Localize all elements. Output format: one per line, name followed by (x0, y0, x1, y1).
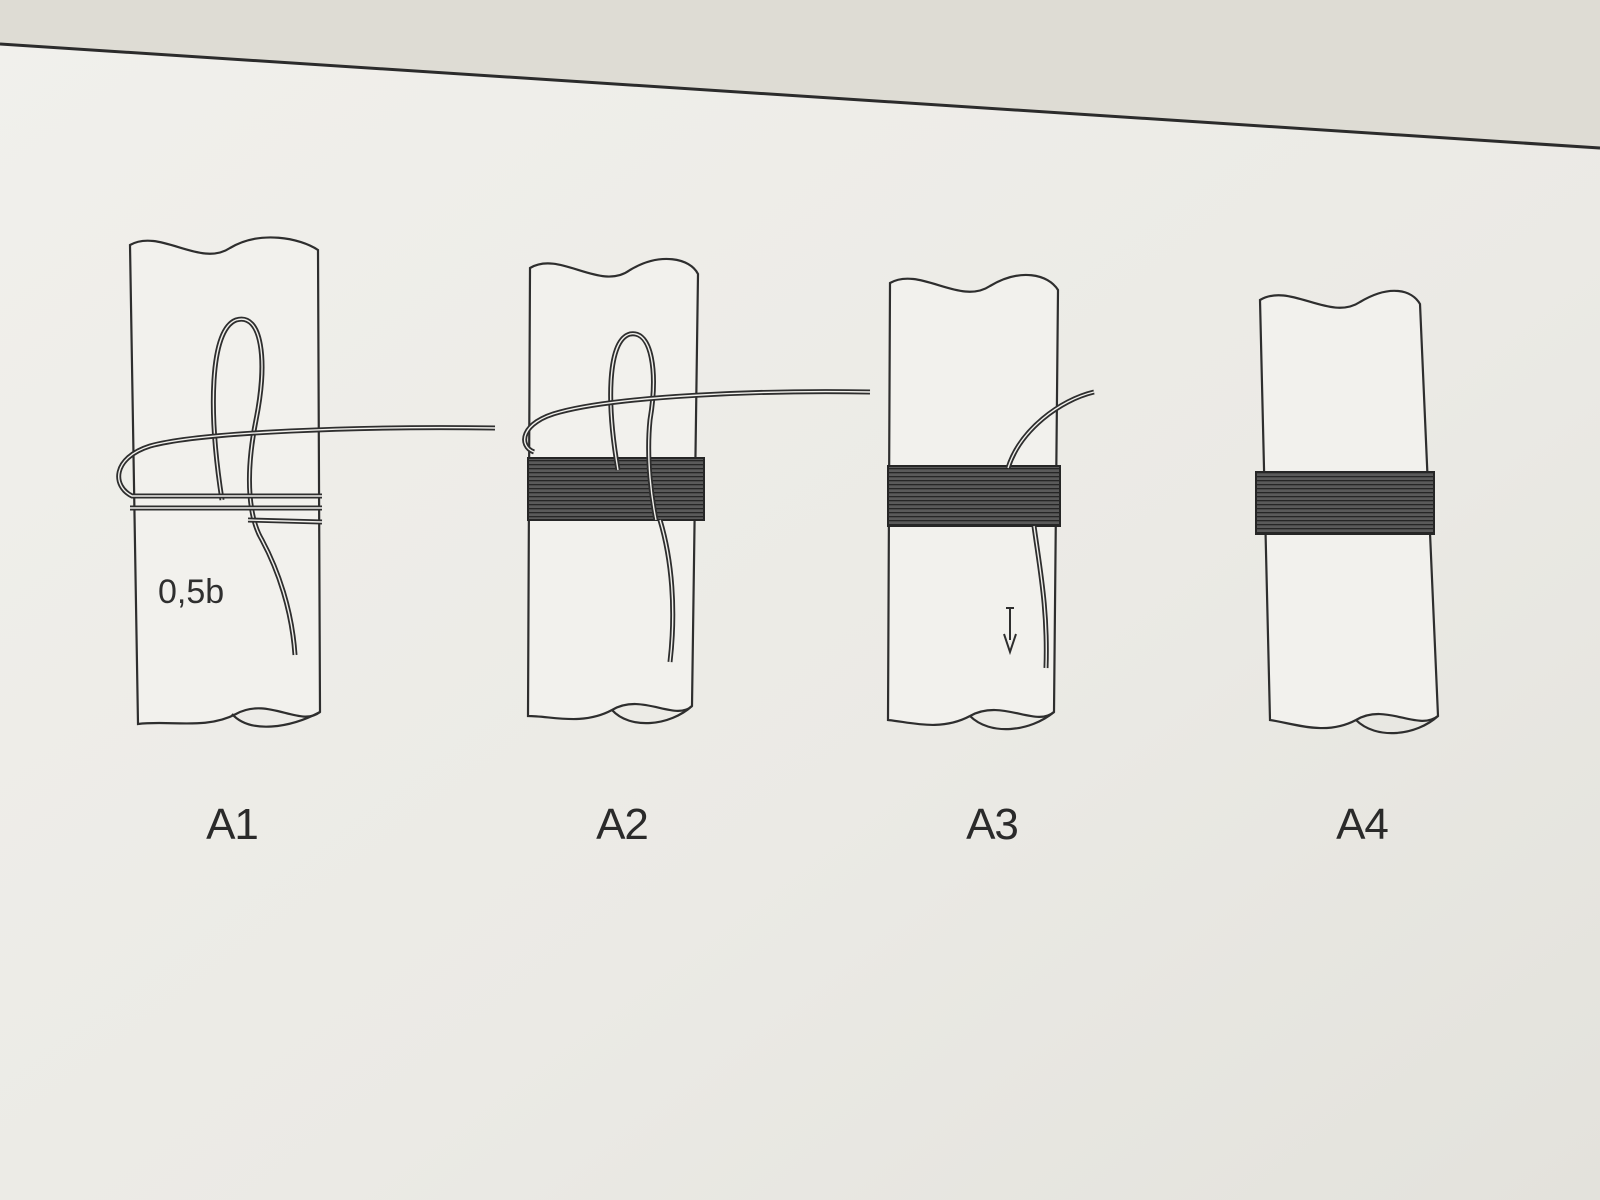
whipping-a4 (1255, 471, 1435, 535)
step-label-a2: A2 (596, 800, 649, 849)
measure-annotation: 0,5b (158, 573, 225, 611)
panel-a1 (116, 236, 496, 728)
panel-a4 (1255, 289, 1440, 735)
rule-line (0, 42, 1600, 150)
step-label-a1: A1 (206, 800, 259, 849)
step-label-a4: A4 (1336, 800, 1389, 849)
step-label-a3: A3 (966, 800, 1019, 849)
pole-a1 (128, 236, 322, 726)
panel-a3 (886, 273, 1095, 731)
whipping-a3 (887, 465, 1061, 527)
panel-a2 (522, 257, 871, 725)
pull-arrow-a3 (1003, 607, 1017, 656)
top-sheet-edge (0, 0, 1600, 150)
